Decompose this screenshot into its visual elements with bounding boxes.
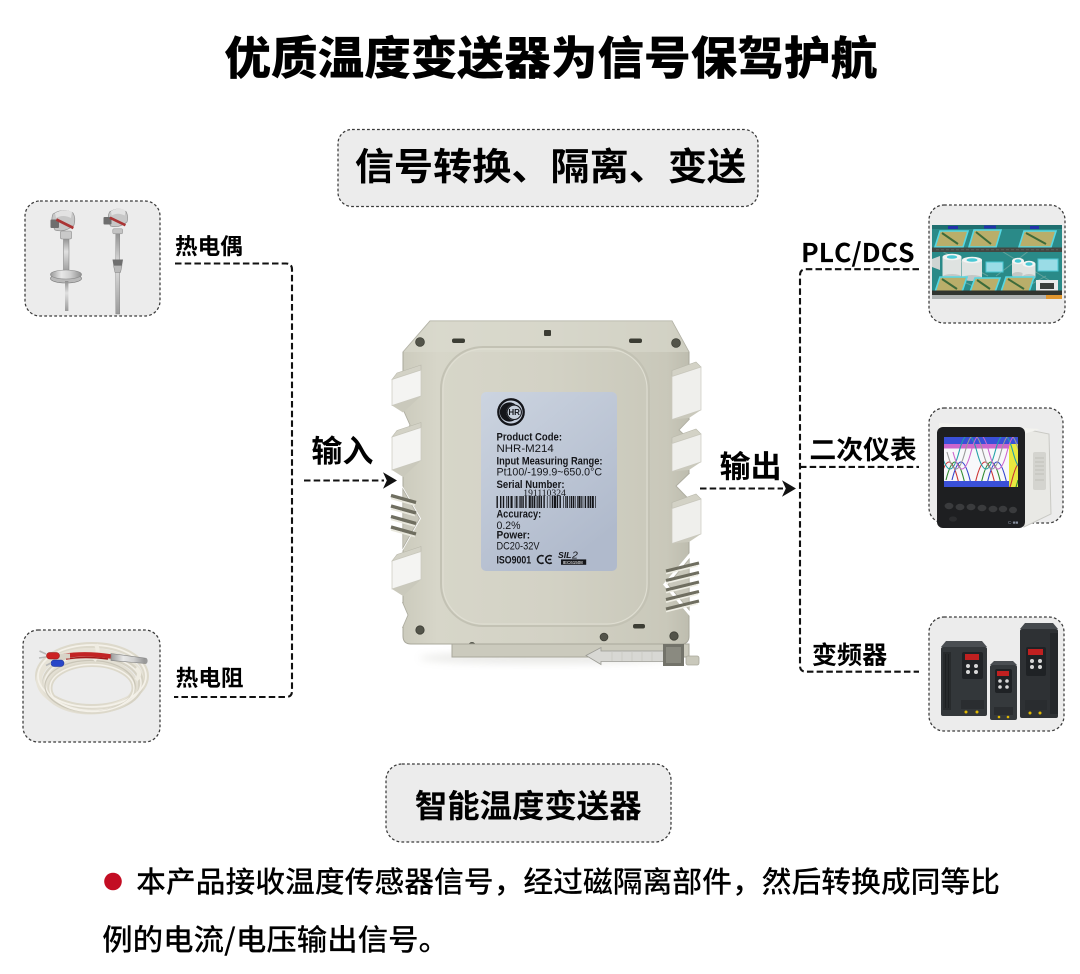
svg-text:SIL: SIL bbox=[558, 550, 571, 560]
svg-text:C·■■: C·■■ bbox=[1008, 520, 1018, 525]
svg-text:Pt100/-199.9~650.0°C: Pt100/-199.9~650.0°C bbox=[497, 466, 603, 478]
svg-text:0.2%: 0.2% bbox=[497, 520, 521, 532]
svg-text:Product Code:: Product Code: bbox=[497, 432, 563, 444]
svg-text:Serial Number:: Serial Number: bbox=[497, 479, 565, 491]
svg-text:HR: HR bbox=[508, 408, 520, 417]
svg-text:191110324: 191110324 bbox=[523, 488, 566, 499]
svg-text:DC20-32V: DC20-32V bbox=[497, 540, 541, 552]
svg-text:NHR-M214: NHR-M214 bbox=[497, 443, 554, 455]
svg-text:Accuracy:: Accuracy: bbox=[497, 508, 542, 520]
svg-text:IEC61508: IEC61508 bbox=[563, 560, 584, 565]
svg-text:Input Measuring Range:: Input Measuring Range: bbox=[497, 455, 603, 467]
svg-text:Power:: Power: bbox=[497, 529, 531, 541]
svg-text:2: 2 bbox=[571, 549, 578, 561]
svg-text:ISO9001: ISO9001 bbox=[497, 555, 532, 567]
